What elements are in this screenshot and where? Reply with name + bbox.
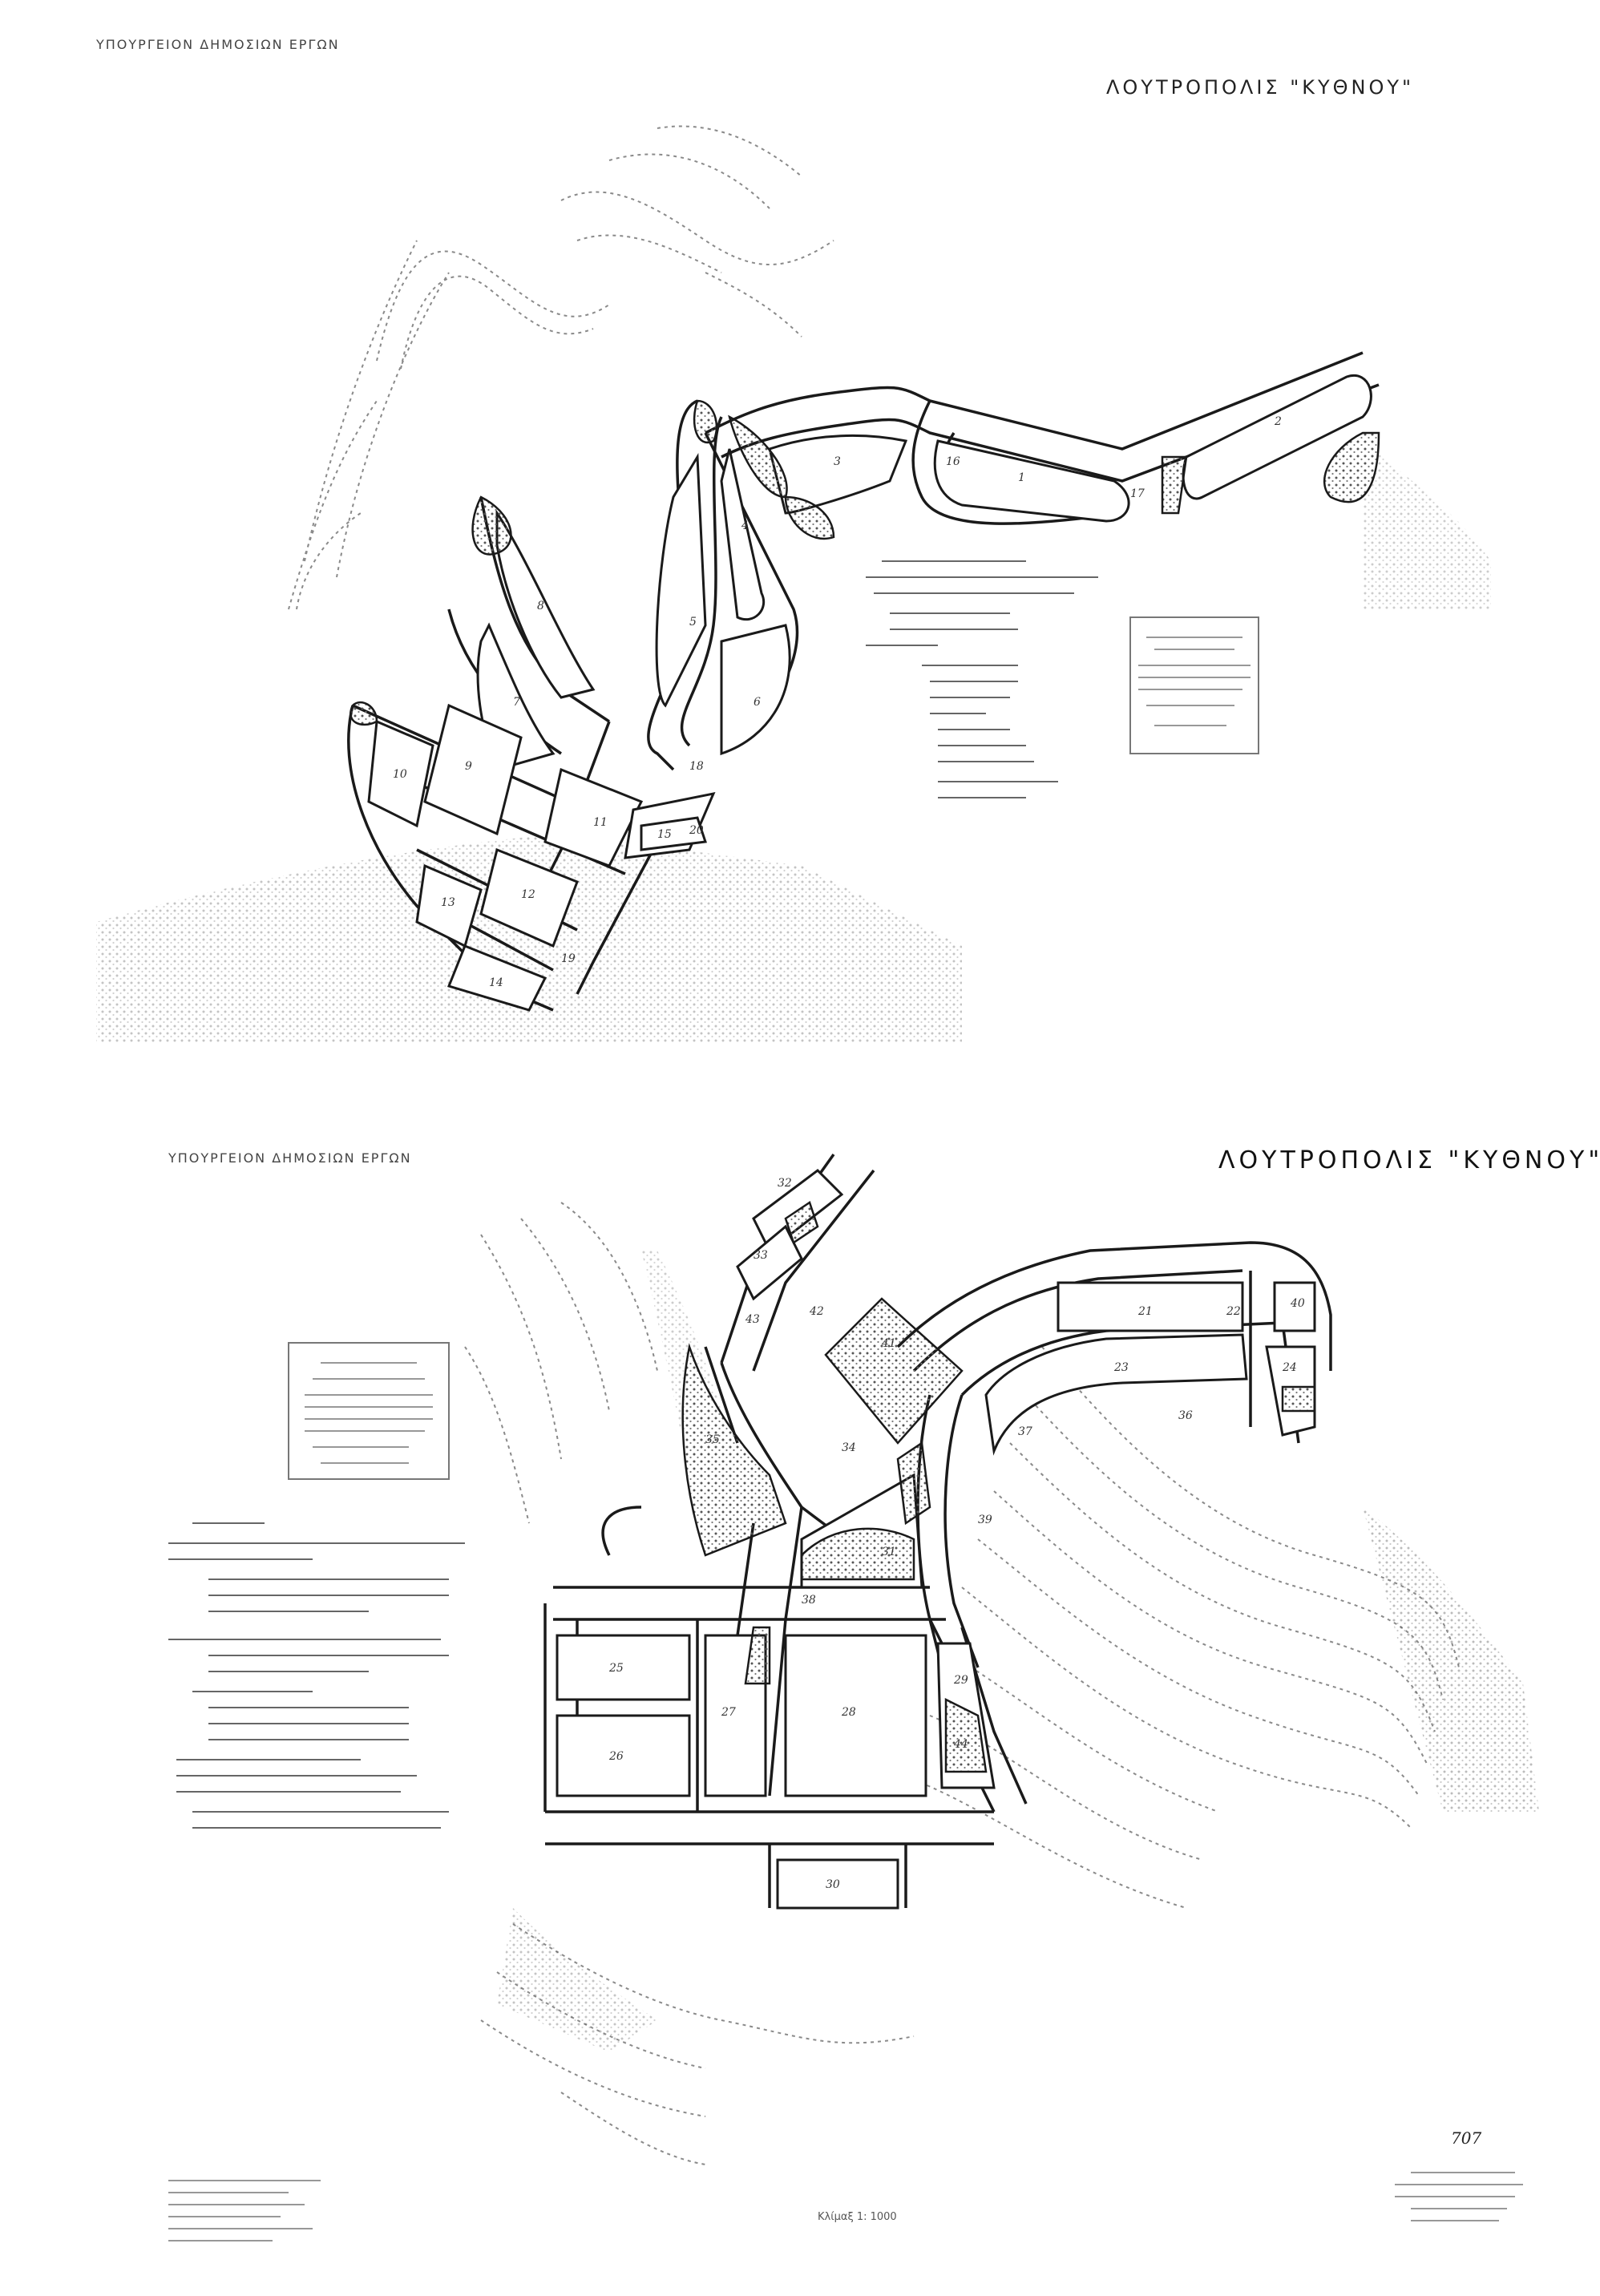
block-number: 25 <box>608 1662 624 1675</box>
block-number: 37 <box>1018 1425 1032 1438</box>
block-number: 18 <box>689 760 704 773</box>
block-number: 21 <box>1137 1305 1153 1318</box>
block-number: 20 <box>689 824 704 837</box>
block-number: 30 <box>826 1878 840 1891</box>
block-number: 42 <box>809 1305 824 1318</box>
plan-sheet-bottom: 21 22 23 24 25 26 27 28 29 30 31 32 33 3… <box>0 1106 1600 2296</box>
block-number: 41 <box>881 1337 896 1350</box>
block-number: 31 <box>882 1546 896 1558</box>
approval-stamp <box>288 1342 450 1480</box>
sheet-number: 707 <box>1451 2128 1482 2148</box>
approval-stamp <box>1129 616 1259 754</box>
block-number: 6 <box>754 696 761 709</box>
block-number: 23 <box>1113 1361 1129 1374</box>
footer-notes <box>168 2172 1523 2241</box>
block-number: 15 <box>657 828 672 841</box>
block-number: 4 <box>741 519 749 532</box>
block-number: 12 <box>521 888 535 901</box>
block-number: 2 <box>1274 415 1282 428</box>
green-spaces <box>681 1201 1316 1773</box>
block-number: 38 <box>802 1594 816 1607</box>
block-number: 16 <box>946 455 960 468</box>
block-number: 43 <box>745 1313 760 1326</box>
block-number: 13 <box>441 896 455 909</box>
block-number: 29 <box>953 1674 968 1687</box>
block-number: 34 <box>842 1441 856 1454</box>
ministry-header: ΥΠΟΥΡΓΕΙΟΝ ΔΗΜΟΣΙΩΝ ΕΡΓΩΝ <box>168 1150 412 1166</box>
block-number: 7 <box>513 696 520 709</box>
plan-title: ΛΟΥΤΡΟΠΟΛΙΣ "ΚΥΘΝΟΥ" <box>1106 76 1415 99</box>
block-number: 10 <box>393 768 407 781</box>
block-number-labels: 1 2 3 4 5 6 7 8 9 10 11 12 13 14 15 16 1… <box>393 415 1282 989</box>
block-number: 35 <box>705 1433 720 1446</box>
block-number: 40 <box>1290 1297 1305 1310</box>
block-number: 39 <box>978 1514 992 1526</box>
block-number: 28 <box>841 1706 856 1719</box>
block-number: 32 <box>778 1177 792 1190</box>
legend-notes <box>168 1522 465 1829</box>
plan-sheet-top: 1 2 3 4 5 6 7 8 9 10 11 12 13 14 15 16 1… <box>0 0 1600 1066</box>
block-number: 14 <box>489 976 503 989</box>
block-number: 26 <box>608 1750 624 1763</box>
block-number: 9 <box>465 760 472 773</box>
ministry-header: ΥΠΟΥΡΓΕΙΟΝ ΔΗΜΟΣΙΩΝ ΕΡΓΩΝ <box>96 37 340 52</box>
block-number: 19 <box>561 952 576 965</box>
block-number: 33 <box>754 1249 768 1262</box>
plan-title: ΛΟΥΤΡΟΠΟΛΙΣ "ΚΥΘΝΟΥ" <box>1218 1146 1600 1174</box>
block-number: 5 <box>689 616 697 629</box>
block-number: 24 <box>1282 1361 1297 1374</box>
block-number: 8 <box>537 600 544 612</box>
town-plan-map-top: 1 2 3 4 5 6 7 8 9 10 11 12 13 14 15 16 1… <box>96 125 1491 1042</box>
block-number: 27 <box>721 1706 736 1719</box>
block-number-labels: 21 22 23 24 25 26 27 28 29 30 31 32 33 3… <box>608 1177 1305 1891</box>
city-blocks <box>367 374 1372 1012</box>
town-plan-map-bottom: 21 22 23 24 25 26 27 28 29 30 31 32 33 3… <box>168 1153 1539 2241</box>
contour-lines <box>288 125 834 610</box>
scale-label: Κλίμαξ 1: 1000 <box>818 2211 897 2223</box>
green-spaces <box>349 399 1380 726</box>
block-number: 22 <box>1226 1305 1241 1318</box>
block-number: 44 <box>953 1738 968 1751</box>
block-number: 3 <box>834 455 841 468</box>
block-number: 11 <box>593 816 608 829</box>
block-number: 1 <box>1018 471 1025 484</box>
stipple-terrain <box>96 441 1491 1042</box>
block-number: 36 <box>1178 1409 1193 1422</box>
block-number: 17 <box>1130 487 1145 500</box>
legend-notes <box>866 560 1098 798</box>
